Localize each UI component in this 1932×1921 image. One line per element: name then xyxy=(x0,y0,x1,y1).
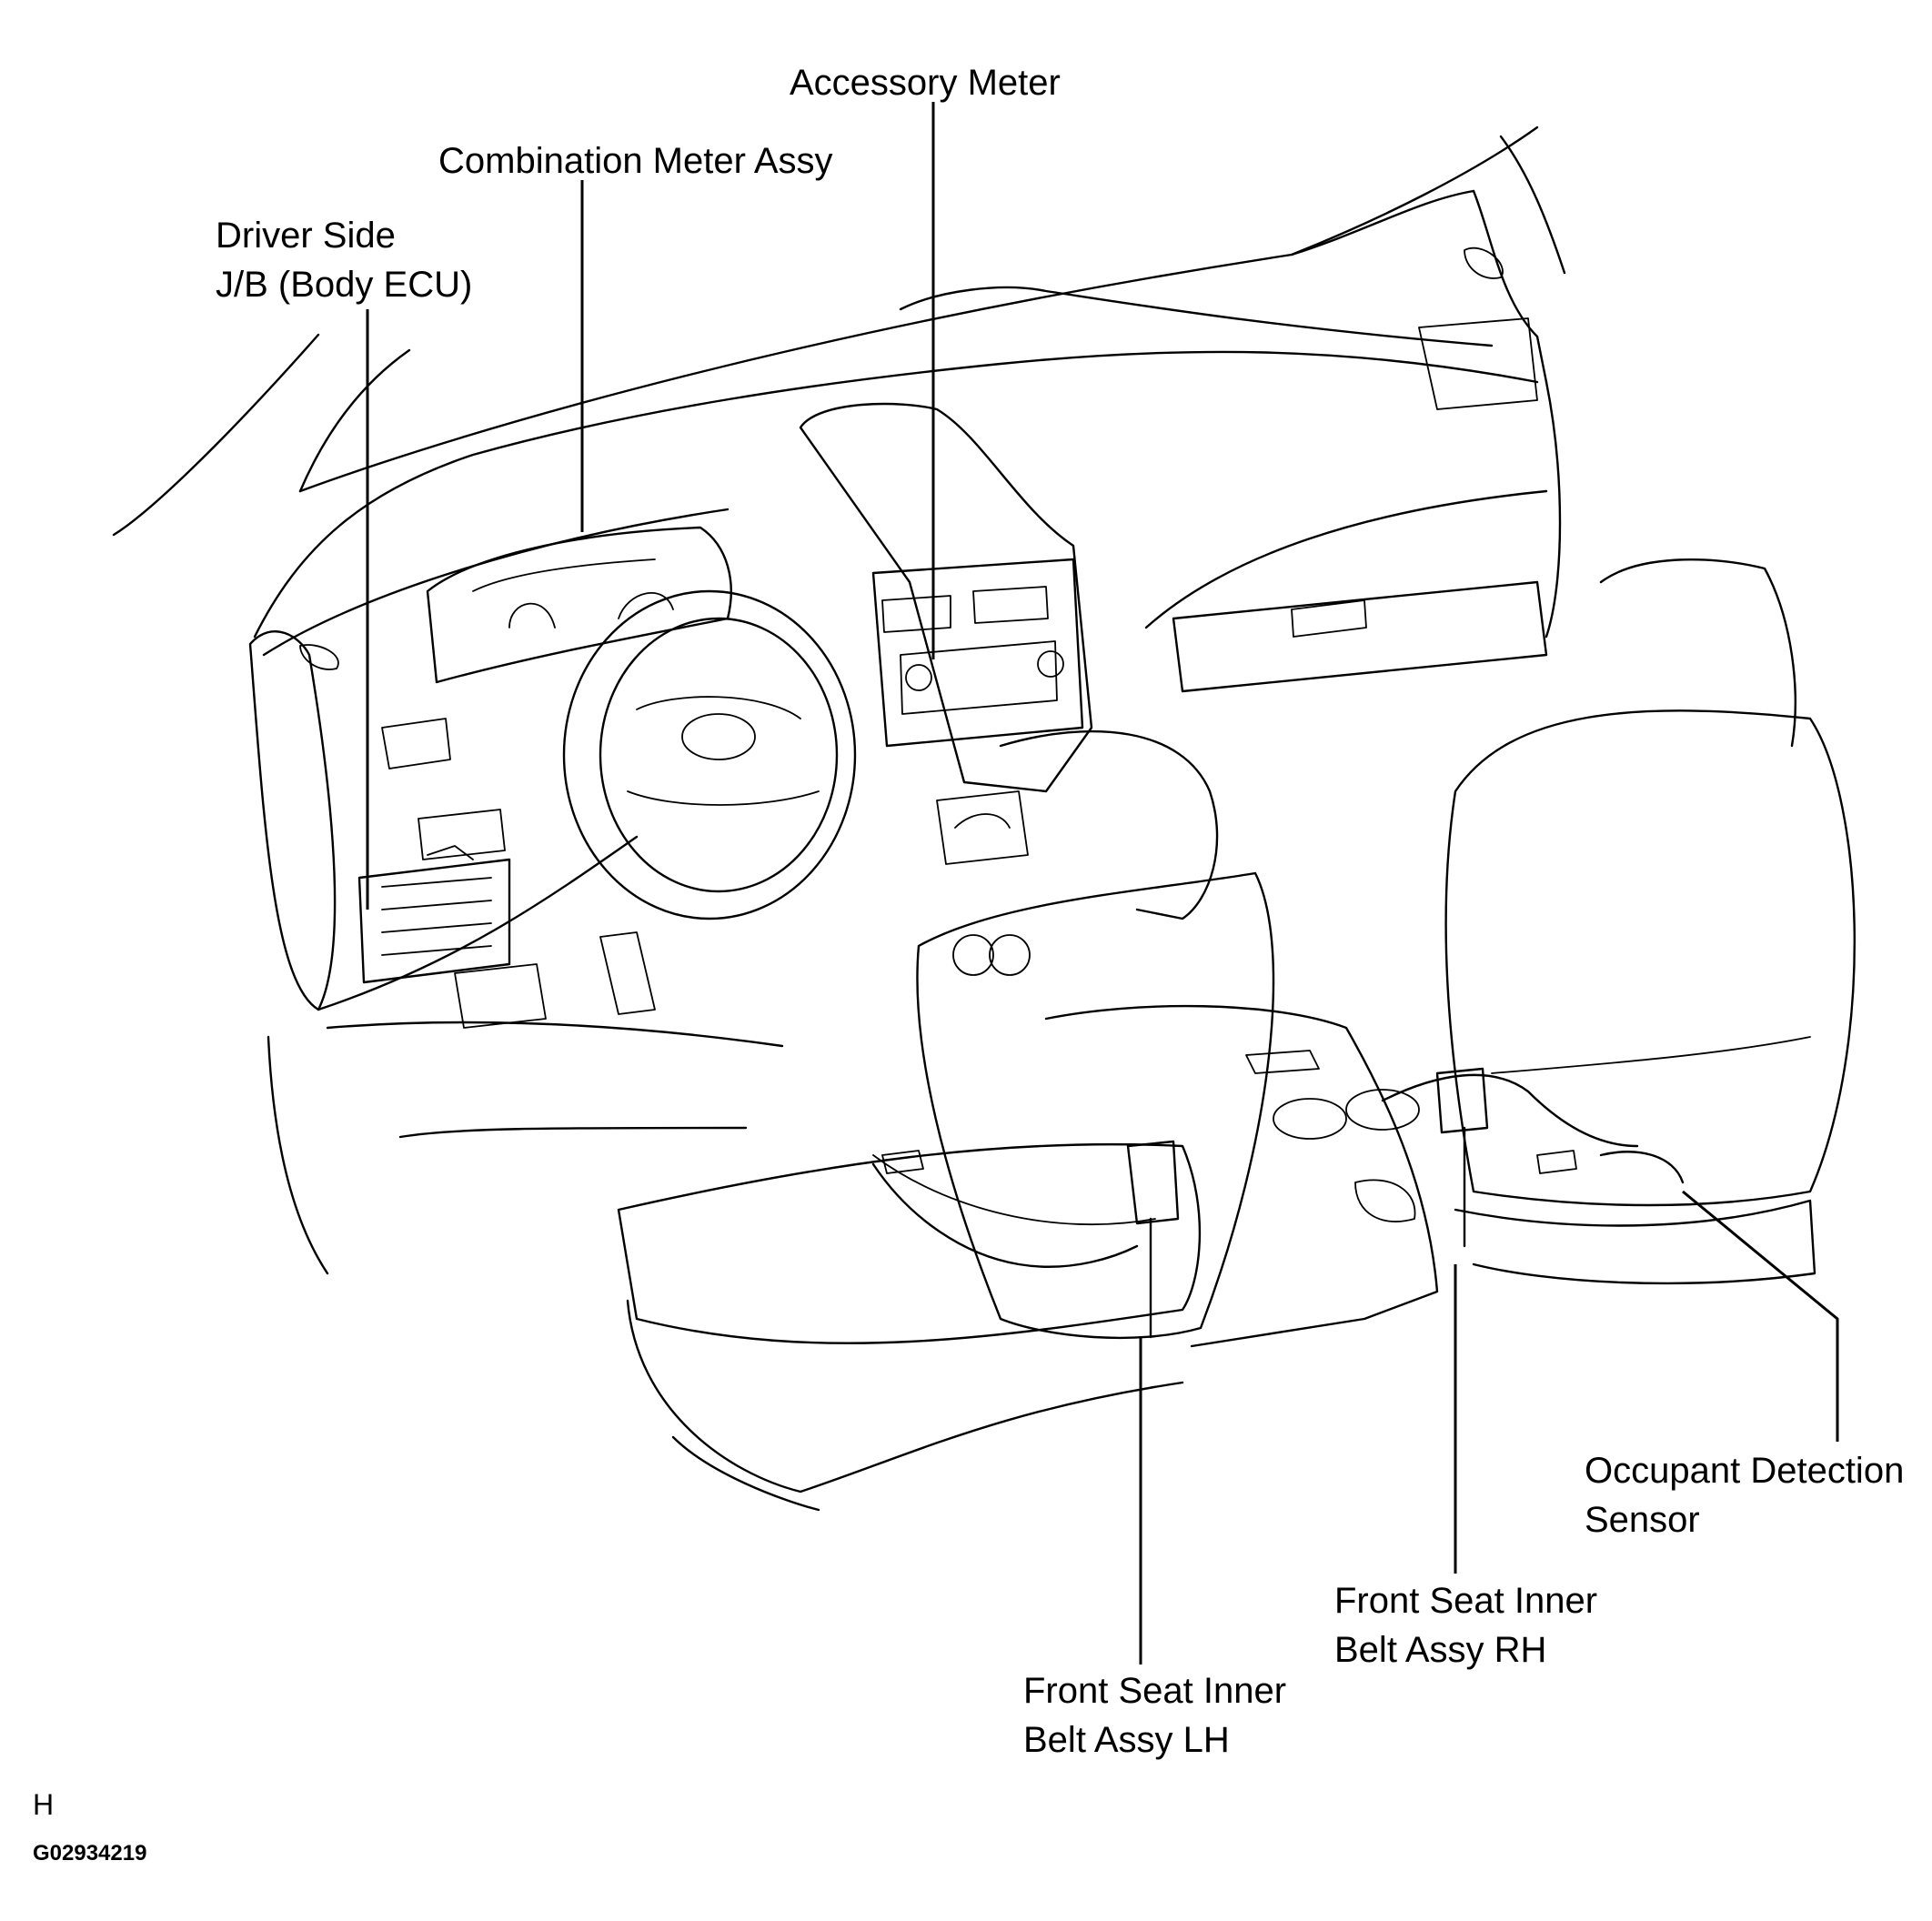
seat-wiring-harness xyxy=(871,1067,1685,1339)
driver-side-panel xyxy=(248,630,639,1275)
center-console xyxy=(1044,1004,1439,1348)
figure-code: G02934219 xyxy=(33,1841,147,1866)
left-front-seat xyxy=(617,729,1275,1512)
label-belt-lh-line2: Belt Assy LH xyxy=(1023,1720,1230,1760)
dashboard xyxy=(253,247,1562,769)
right-front-seat xyxy=(1444,558,1856,1285)
label-accessory-meter: Accessory Meter xyxy=(790,63,1061,103)
center-stack xyxy=(799,402,1093,976)
windshield-frame xyxy=(112,126,1566,537)
label-occupant-line2: Sensor xyxy=(1585,1500,1700,1540)
label-belt-lh-line1: Front Seat Inner xyxy=(1023,1671,1287,1711)
label-driver-jb-line1: Driver Side xyxy=(216,216,396,256)
combination-meter-and-steering-wheel xyxy=(426,526,857,920)
label-belt-rh-line1: Front Seat Inner xyxy=(1334,1581,1598,1621)
floor-and-pedals xyxy=(326,931,784,1139)
figure-letter: H xyxy=(33,1788,55,1821)
leader-occupant-sensor xyxy=(1682,1190,1839,1442)
label-driver-jb-line2: J/B (Body ECU) xyxy=(216,265,473,305)
label-occupant-line1: Occupant Detection xyxy=(1585,1451,1905,1491)
leader-lines xyxy=(366,102,1839,1665)
label-belt-rh-line2: Belt Assy RH xyxy=(1334,1630,1547,1670)
label-combination-meter: Combination Meter Assy xyxy=(438,141,833,181)
